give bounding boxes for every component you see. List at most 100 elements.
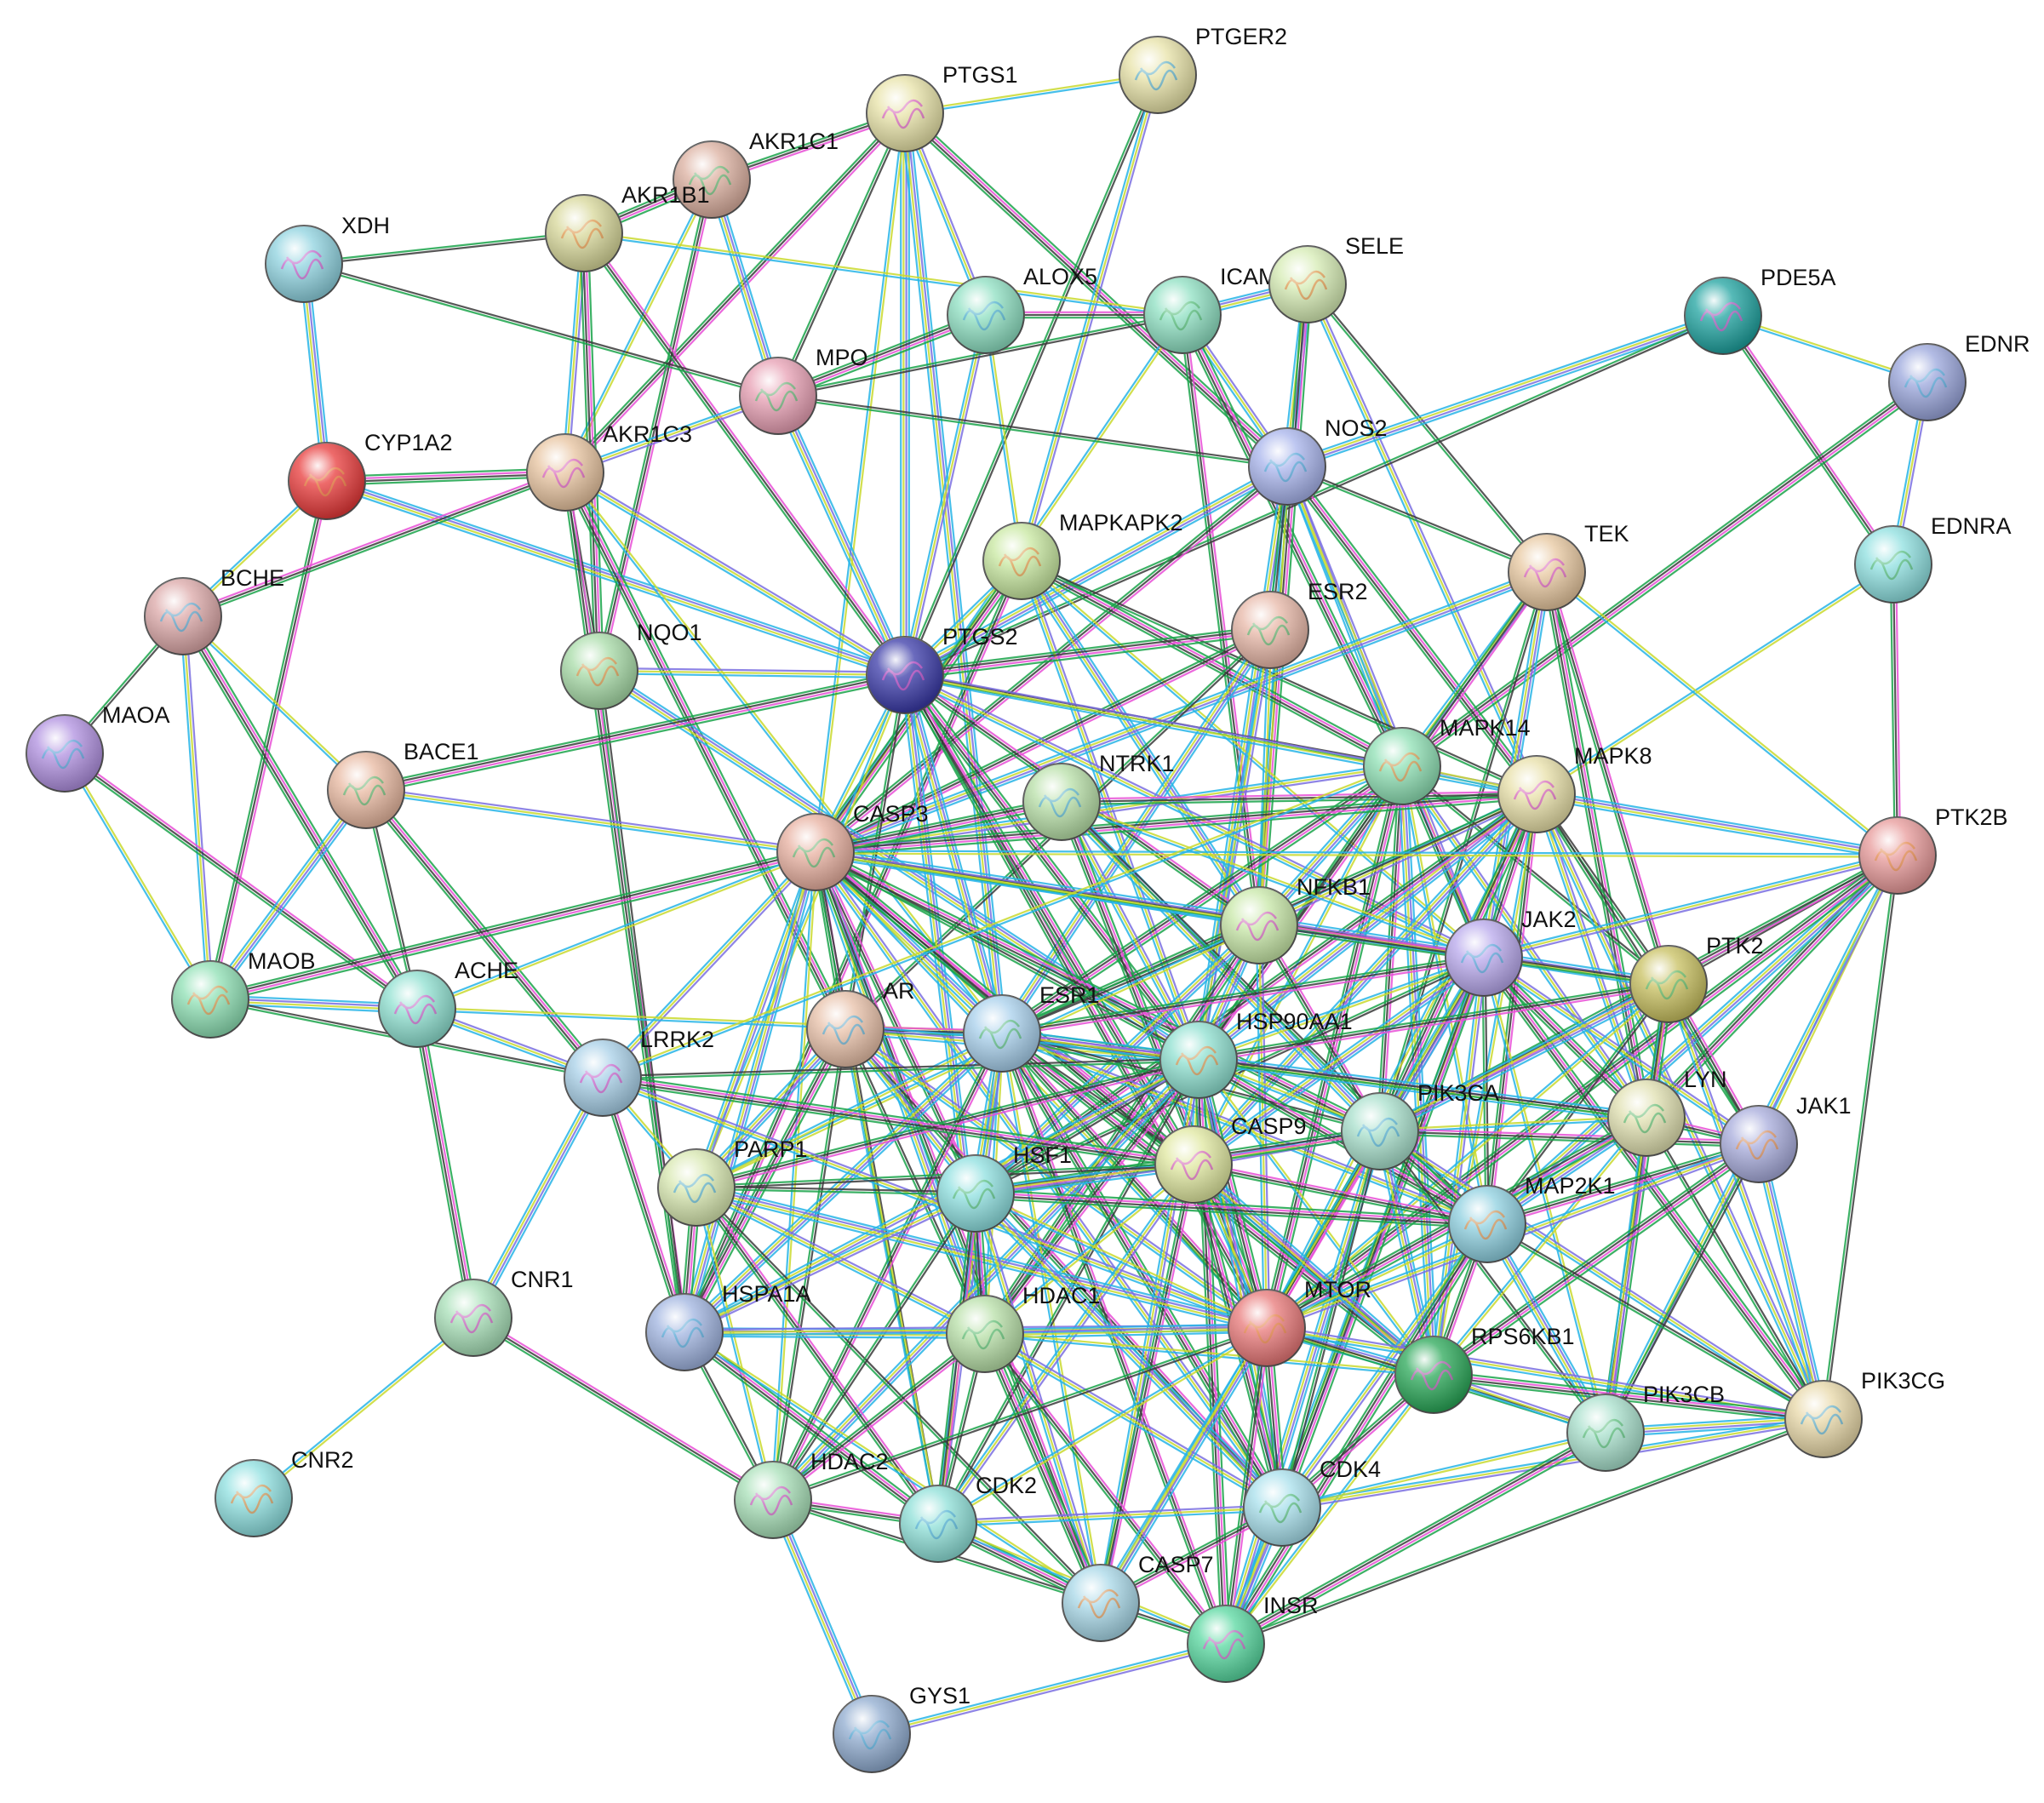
node-pik3cb[interactable]: PIK3CB	[1566, 1382, 1725, 1472]
node-gys1[interactable]: GYS1	[833, 1683, 970, 1773]
node-akr1b1[interactable]: AKR1B1	[545, 182, 710, 272]
edge-strand	[776, 1497, 877, 1733]
node-ptk2b[interactable]: PTK2B	[1858, 804, 2008, 895]
node-maob[interactable]: MAOB	[171, 948, 316, 1039]
node-nqo1[interactable]: NQO1	[560, 620, 702, 710]
edge-strand	[1545, 571, 1670, 985]
node-mtor[interactable]: MTOR	[1228, 1277, 1371, 1367]
edge-CASP3-LRRK2	[599, 850, 819, 1080]
edge-strand	[683, 1332, 938, 1526]
node-bace1[interactable]: BACE1	[327, 739, 479, 829]
node-ptk2[interactable]: PTK2	[1629, 933, 1764, 1023]
edge-strand	[773, 397, 902, 678]
node-alox5[interactable]: ALOX5	[947, 264, 1097, 354]
node-ar[interactable]: AR	[806, 978, 915, 1068]
edge-strand	[1724, 313, 1897, 564]
node-label: TEK	[1584, 521, 1629, 547]
node-mapkapk2[interactable]: MAPKAPK2	[982, 510, 1183, 600]
node-map2k1[interactable]: MAP2K1	[1448, 1173, 1616, 1263]
node-ache[interactable]: ACHE	[378, 958, 518, 1048]
node-lyn[interactable]: LYN	[1607, 1067, 1727, 1157]
edge-strand	[1256, 926, 1379, 1134]
node-mapk8[interactable]: MAPK8	[1497, 743, 1652, 833]
edge-NQO1-PTGS2	[598, 667, 906, 679]
edge-strand	[1267, 1324, 1824, 1417]
node-rps6kb1[interactable]: RPS6KB1	[1394, 1324, 1575, 1414]
node-cnr2[interactable]: CNR2	[215, 1447, 354, 1537]
node-ptgs2[interactable]: PTGS2	[866, 624, 1018, 714]
edge-strand	[773, 852, 818, 1501]
node-hsf1[interactable]: HSF1	[936, 1142, 1072, 1233]
node-mpo[interactable]: MPO	[739, 345, 868, 435]
edge-strand	[1062, 799, 1202, 1060]
node-mapk14[interactable]: MAPK14	[1363, 715, 1531, 805]
edge-strand	[602, 851, 816, 1079]
edge-strand	[1199, 1057, 1647, 1118]
edge-strand	[1484, 957, 1608, 1433]
edge-strand	[1259, 630, 1273, 926]
node-nos2[interactable]: NOS2	[1248, 415, 1388, 506]
node-cdk2[interactable]: CDK2	[899, 1473, 1037, 1563]
edge-strand	[692, 850, 815, 1188]
node-esr1[interactable]: ESR1	[963, 982, 1100, 1073]
edge-strand	[1182, 313, 1405, 766]
node-bche[interactable]: BCHE	[144, 565, 284, 655]
node-cnr1[interactable]: CNR1	[434, 1267, 574, 1357]
edge-strand	[62, 753, 210, 1001]
node-nfkb1[interactable]: NFKB1	[1220, 874, 1371, 964]
node-parp1[interactable]: PARP1	[657, 1136, 808, 1227]
edge-CNR1-HDAC2	[471, 1314, 776, 1503]
node-ednrb[interactable]: EDNR	[1888, 331, 2030, 421]
edge-strand	[603, 766, 1403, 1080]
node-jak2[interactable]: JAK2	[1445, 907, 1577, 997]
node-cdk4[interactable]: CDK4	[1243, 1457, 1381, 1547]
node-hdac2[interactable]: HDAC2	[734, 1449, 889, 1539]
node-hsp90aa1[interactable]: HSP90AA1	[1159, 1009, 1353, 1099]
node-gloss	[145, 578, 221, 655]
node-tek[interactable]: TEK	[1508, 521, 1629, 611]
node-ednra[interactable]: EDNRA	[1854, 513, 2012, 604]
node-insr[interactable]: INSR	[1187, 1593, 1319, 1683]
edge-strand	[1000, 923, 1259, 1033]
edge-strand	[1190, 1166, 1432, 1379]
node-xdh[interactable]: XDH	[265, 213, 390, 303]
edge-strand	[1483, 854, 1898, 959]
edge-strand	[1889, 564, 1896, 856]
edge-PTGER2-PTGS2	[902, 73, 1160, 677]
node-sele[interactable]: SELE	[1268, 233, 1404, 323]
node-gloss	[546, 195, 622, 272]
edge-strand	[684, 1330, 940, 1524]
edge-NQO1-HSPA1A	[597, 670, 687, 1333]
node-casp7[interactable]: CASP7	[1062, 1552, 1214, 1642]
node-pde5a[interactable]: PDE5A	[1684, 265, 1836, 355]
node-casp9[interactable]: CASP9	[1154, 1113, 1307, 1204]
edge-strand	[365, 673, 905, 790]
edge-strand	[1402, 382, 1929, 769]
edge-strand	[603, 1073, 1268, 1327]
node-jak1[interactable]: JAK1	[1720, 1093, 1852, 1183]
node-akr1c3[interactable]: AKR1C3	[526, 421, 692, 512]
edge-strand	[603, 1060, 1199, 1080]
edge-MAPKAPK2-MAPK14	[1019, 556, 1405, 771]
edge-PARP1-HSF1	[696, 1185, 976, 1196]
edge-strand	[781, 393, 910, 674]
node-ptgs1[interactable]: PTGS1	[866, 62, 1018, 152]
edge-strand	[1102, 1165, 1198, 1604]
node-icam1[interactable]: ICAM1	[1143, 264, 1291, 354]
node-cyp1a2[interactable]: CYP1A2	[288, 430, 453, 520]
node-akr1c1[interactable]: AKR1C1	[673, 129, 839, 219]
node-hspa1a[interactable]: HSPA1A	[645, 1281, 811, 1371]
node-label: BACE1	[404, 739, 479, 764]
node-pik3ca[interactable]: PIK3CA	[1341, 1080, 1499, 1171]
node-ptger2[interactable]: PTGER2	[1119, 24, 1287, 114]
node-esr2[interactable]: ESR2	[1231, 579, 1368, 669]
node-casp3[interactable]: CASP3	[776, 801, 929, 891]
edge-strand	[327, 472, 566, 484]
node-pik3cg[interactable]: PIK3CG	[1784, 1368, 1945, 1458]
node-ntrk1[interactable]: NTRK1	[1022, 751, 1175, 841]
node-hdac1[interactable]: HDAC1	[946, 1283, 1101, 1373]
node-label: ACHE	[455, 958, 518, 983]
node-maoa[interactable]: MAOA	[26, 702, 170, 793]
node-lrrk2[interactable]: LRRK2	[564, 1027, 714, 1117]
edge-strand	[682, 1027, 845, 1332]
